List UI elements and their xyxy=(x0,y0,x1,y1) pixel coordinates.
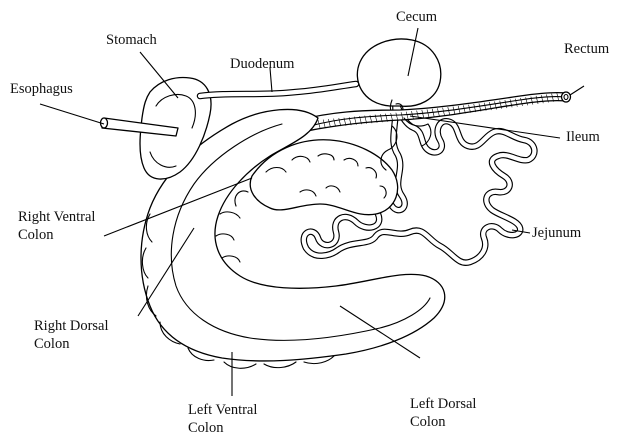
duodenum-drawing xyxy=(200,84,356,96)
label-cecum: Cecum xyxy=(396,8,437,26)
label-esophagus: Esophagus xyxy=(10,80,73,98)
label-duodenum: Duodenum xyxy=(230,55,294,73)
label-left-ventral-colon-line2: Colon xyxy=(188,419,257,437)
label-right-dorsal-colon: Right Dorsal Colon xyxy=(34,317,109,353)
leader-rectum xyxy=(570,86,584,95)
label-right-ventral-colon-line1: Right Ventral xyxy=(18,208,95,226)
label-left-dorsal-colon-line2: Colon xyxy=(410,413,476,431)
label-rectum: Rectum xyxy=(564,40,609,58)
label-left-dorsal-colon-line1: Left Dorsal xyxy=(410,395,476,413)
label-right-ventral-colon: Right Ventral Colon xyxy=(18,208,95,244)
label-stomach: Stomach xyxy=(106,31,157,49)
cecum-drawing xyxy=(357,39,440,115)
label-left-ventral-colon: Left Ventral Colon xyxy=(188,401,257,437)
label-right-ventral-colon-line2: Colon xyxy=(18,226,95,244)
label-jejunum: Jejunum xyxy=(532,224,581,242)
label-ileum: Ileum xyxy=(566,128,600,146)
label-right-dorsal-colon-line1: Right Dorsal xyxy=(34,317,109,335)
leader-esophagus xyxy=(40,104,104,124)
label-right-dorsal-colon-line2: Colon xyxy=(34,335,109,353)
small-colon-drawing xyxy=(300,92,571,132)
label-left-dorsal-colon: Left Dorsal Colon xyxy=(410,395,476,431)
label-left-ventral-colon-line1: Left Ventral xyxy=(188,401,257,419)
